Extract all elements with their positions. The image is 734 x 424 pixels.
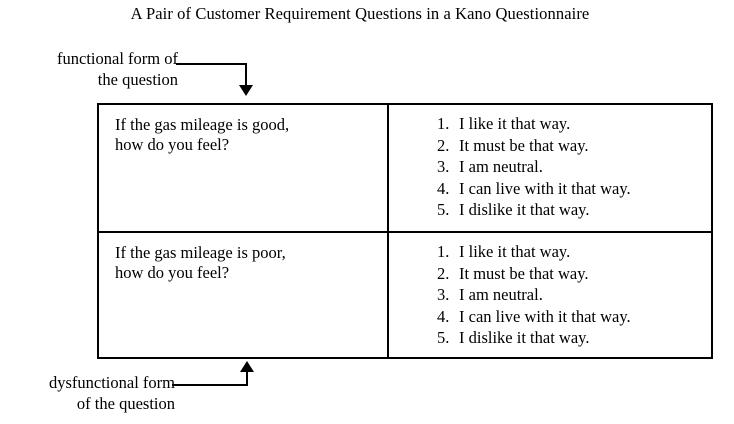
dysfunctional-leader-vertical-line	[246, 371, 248, 386]
functional-question-row: If the gas mileage is good, how do you f…	[99, 105, 711, 231]
functional-form-callout-line-1: functional form of	[57, 49, 178, 68]
answer-option-1-label: I like it that way.	[459, 242, 571, 261]
answer-option-5-number: 5.	[437, 328, 450, 347]
functional-question-text: If the gas mileage is good, how do you f…	[115, 115, 381, 155]
dysfunctional-form-callout-line-1: dysfunctional form	[48, 373, 175, 392]
answer-option-2-label: It must be that way.	[459, 263, 589, 283]
dysfunctional-answer-list: 1. I like it that way. 2. It must be that …	[389, 241, 711, 349]
functional-question-cell: If the gas mileage is good, how do you f…	[99, 105, 389, 231]
answer-option-1-number: 1.	[437, 114, 450, 133]
answer-option-3[interactable]: 3. I am neutral.	[437, 156, 711, 178]
answer-option-2-label: It must be that way.	[459, 135, 589, 155]
answer-option-2[interactable]: 2. It must be that way.	[437, 263, 711, 285]
answer-option-4-number: 4.	[437, 178, 450, 198]
functional-form-callout-line-2: the question	[97, 70, 178, 89]
answer-option-4-label: I can live with it that way.	[459, 306, 631, 326]
answer-option-3-label: I am neutral.	[459, 285, 543, 304]
functional-answers-cell: 1. I like it that way. 2. It must be that …	[389, 105, 711, 231]
answer-option-1-number: 1.	[437, 242, 450, 261]
answer-option-3[interactable]: 3. I am neutral.	[437, 284, 711, 306]
answer-option-2[interactable]: 2. It must be that way.	[437, 135, 711, 157]
functional-question-line-2: how do you feel?	[115, 135, 230, 154]
answer-option-4-label: I can live with it that way.	[459, 178, 631, 198]
answer-option-2-number: 2.	[437, 263, 450, 283]
dysfunctional-answers-cell: 1. I like it that way. 2. It must be that …	[389, 233, 711, 357]
kano-questionnaire-table: If the gas mileage is good, how do you f…	[97, 103, 713, 359]
answer-option-2-number: 2.	[437, 135, 450, 155]
answer-option-3-label: I am neutral.	[459, 157, 543, 176]
answer-option-1-label: I like it that way.	[459, 114, 571, 133]
functional-answer-list: 1. I like it that way. 2. It must be that …	[389, 113, 711, 221]
answer-option-4-number: 4.	[437, 306, 450, 326]
answer-option-5[interactable]: 5. I dislike it that way.	[437, 327, 711, 349]
dysfunctional-form-callout-label: dysfunctional form of the question	[0, 372, 175, 414]
answer-option-5-number: 5.	[437, 200, 450, 219]
functional-arrow-down-icon	[239, 85, 253, 96]
answer-option-1[interactable]: 1. I like it that way.	[437, 113, 711, 135]
answer-option-4[interactable]: 4. I can live with it that way.	[437, 178, 711, 200]
functional-leader-horizontal-line	[176, 63, 247, 65]
dysfunctional-question-line-2: how do you feel?	[115, 263, 230, 282]
answer-option-5[interactable]: 5. I dislike it that way.	[437, 199, 711, 221]
answer-option-5-label: I dislike it that way.	[459, 328, 590, 347]
dysfunctional-question-line-1: If the gas mileage is poor,	[115, 243, 286, 262]
dysfunctional-question-text: If the gas mileage is poor, how do you f…	[115, 243, 381, 283]
functional-question-line-1: If the gas mileage is good,	[115, 115, 290, 134]
dysfunctional-leader-horizontal-line	[172, 384, 248, 386]
answer-option-5-label: I dislike it that way.	[459, 200, 590, 219]
answer-option-1[interactable]: 1. I like it that way.	[437, 241, 711, 263]
answer-option-3-number: 3.	[437, 285, 450, 304]
functional-form-callout-label: functional form of the question	[0, 48, 178, 90]
answer-option-3-number: 3.	[437, 157, 450, 176]
dysfunctional-question-row: If the gas mileage is poor, how do you f…	[99, 231, 711, 357]
dysfunctional-form-callout-line-2: of the question	[76, 394, 175, 413]
answer-option-4[interactable]: 4. I can live with it that way.	[437, 306, 711, 328]
functional-leader-vertical-line	[245, 63, 247, 87]
dysfunctional-question-cell: If the gas mileage is poor, how do you f…	[99, 233, 389, 357]
dysfunctional-arrow-up-icon	[240, 361, 254, 372]
figure-title: A Pair of Customer Requirement Questions…	[130, 4, 590, 23]
